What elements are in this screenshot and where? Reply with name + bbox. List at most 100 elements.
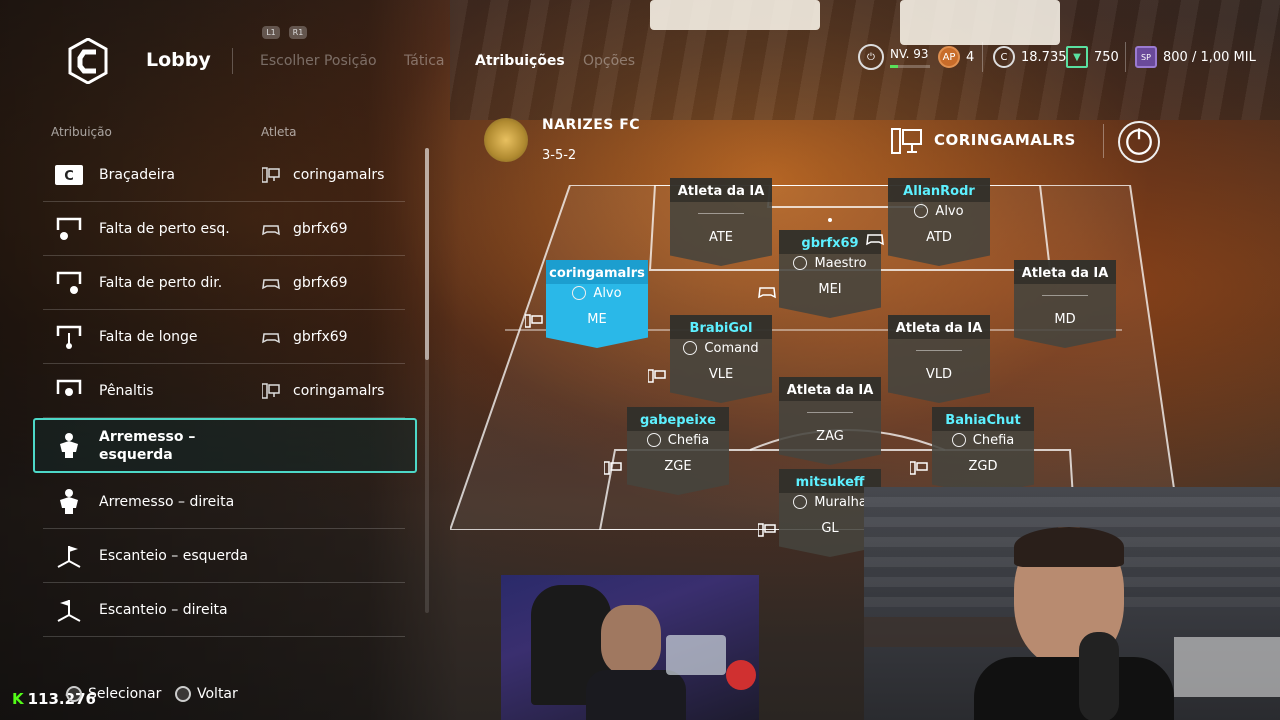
vc-value: 750 bbox=[1094, 49, 1119, 65]
player-name: coringamalrs bbox=[549, 266, 645, 281]
player-card-zag[interactable]: Atleta da IA ZAG bbox=[779, 377, 881, 465]
assignment-label: Braçadeira bbox=[99, 166, 175, 183]
opponent-name: CORINGAMALRS bbox=[934, 131, 1076, 149]
assignment-label: Pênaltis bbox=[99, 382, 154, 399]
player-name: mitsukeff bbox=[795, 475, 865, 490]
player-position: ZGE bbox=[664, 459, 692, 474]
console-icon bbox=[262, 332, 280, 343]
ceiling-light bbox=[650, 0, 820, 30]
player-card-md[interactable]: Atleta da IA MD bbox=[1014, 260, 1116, 348]
role-boss-icon bbox=[646, 433, 661, 447]
role-wall-icon bbox=[793, 495, 808, 509]
back-hint[interactable]: Voltar bbox=[175, 686, 238, 702]
assignment-label: Falta de perto dir. bbox=[99, 274, 223, 291]
list-scrollbar-track[interactable] bbox=[425, 148, 429, 613]
team-formation: 3-5-2 bbox=[542, 148, 577, 163]
select-hint[interactable]: Selecionar bbox=[66, 686, 161, 702]
assignment-row-throw-in-left[interactable]: Arremesso – esquerda bbox=[33, 418, 417, 473]
player-position: VLD bbox=[925, 367, 953, 382]
player-position: ZAG bbox=[816, 429, 844, 444]
player-card-vle[interactable]: BrabiGol Comand VLE bbox=[670, 315, 772, 403]
vc-stat: ▼ 750 bbox=[1066, 42, 1119, 72]
nav-divider bbox=[232, 48, 233, 74]
pc-icon bbox=[262, 166, 280, 183]
role-maestro-icon bbox=[793, 256, 808, 270]
player-role: Comand bbox=[704, 340, 759, 356]
lobby-title[interactable]: Lobby bbox=[146, 49, 211, 71]
coins-stat: C 18.735 bbox=[993, 42, 1067, 72]
assignment-row-long-free-kick[interactable]: Falta de longe gbrfx69 bbox=[43, 310, 405, 364]
assignment-list: C Braçadeira coringamalrs Falta de perto… bbox=[33, 148, 417, 637]
r1-hint-icon: R1 bbox=[289, 26, 307, 39]
ap-value: 4 bbox=[966, 49, 975, 65]
player-name: Atleta da IA bbox=[677, 184, 765, 199]
corner-flag-icon bbox=[55, 542, 83, 570]
player-card-zgd[interactable]: BahiaChut Chefia ZGD bbox=[932, 407, 1034, 495]
console-icon bbox=[758, 287, 776, 299]
tab-assignments[interactable]: Atribuições bbox=[475, 53, 565, 69]
assignment-row-corner-left[interactable]: Escanteio – esquerda bbox=[43, 529, 405, 583]
pc-icon bbox=[891, 128, 922, 154]
role-boss-icon bbox=[951, 433, 966, 447]
coins-value: 18.735 bbox=[1021, 49, 1067, 65]
column-header-role: Atribuição bbox=[51, 125, 112, 139]
assignment-label: Falta de perto esq. bbox=[99, 220, 230, 237]
pc-icon bbox=[648, 369, 666, 383]
player-position: GL bbox=[821, 521, 839, 536]
player-position: ZGD bbox=[968, 459, 998, 474]
opponent-divider bbox=[1103, 124, 1104, 158]
player-role: Chefia bbox=[972, 432, 1015, 448]
streamer-webcam-large bbox=[864, 487, 1280, 720]
empty-role-line bbox=[1042, 295, 1088, 296]
player-name: Atleta da IA bbox=[895, 321, 983, 336]
assignment-row-throw-in-right[interactable]: Arremesso – direita bbox=[43, 475, 405, 529]
assignment-row-free-kick-right[interactable]: Falta de perto dir. gbrfx69 bbox=[43, 256, 405, 310]
assigned-player: gbrfx69 bbox=[293, 328, 348, 345]
pc-icon bbox=[525, 314, 543, 328]
streamer-webcam-small bbox=[501, 575, 759, 720]
player-card-me[interactable]: coringamalrs Alvo ME bbox=[546, 260, 648, 348]
player-card-vld[interactable]: Atleta da IA VLD bbox=[888, 315, 990, 403]
kick-logo-icon: K bbox=[12, 690, 24, 708]
stat-divider bbox=[1125, 42, 1126, 72]
player-card-mei[interactable]: gbrfx69 Maestro MEI bbox=[779, 230, 881, 318]
free-kick-right-icon bbox=[55, 269, 83, 297]
assignment-row-captain[interactable]: C Braçadeira coringamalrs bbox=[43, 148, 405, 202]
list-scrollbar-thumb[interactable] bbox=[425, 148, 429, 360]
assignment-label: Falta de longe bbox=[99, 328, 198, 345]
assignment-row-penalties[interactable]: Pênaltis coringamalrs bbox=[43, 364, 405, 418]
ap-icon: AP bbox=[938, 46, 960, 68]
pc-icon bbox=[604, 461, 622, 475]
level-ring-icon: ⏻ bbox=[858, 44, 884, 70]
tab-options[interactable]: Opções bbox=[583, 53, 636, 69]
console-icon bbox=[866, 234, 884, 246]
svg-text:C: C bbox=[64, 169, 74, 184]
tab-choose-position[interactable]: Escolher Posição bbox=[260, 53, 377, 69]
corner-flag-icon bbox=[55, 596, 83, 624]
player-name: Atleta da IA bbox=[1021, 266, 1109, 281]
team-name: NARIZES FC bbox=[542, 117, 641, 133]
throw-in-icon bbox=[55, 488, 83, 516]
captain-armband-icon: C bbox=[55, 161, 83, 189]
panel-backdrop bbox=[0, 0, 460, 720]
player-card-zge[interactable]: gabepeixe Chefia ZGE bbox=[627, 407, 729, 495]
cross-button-icon bbox=[66, 686, 82, 702]
long-free-kick-icon bbox=[55, 323, 83, 351]
sp-value: 800 / 1,00 MIL bbox=[1163, 49, 1256, 65]
assigned-player: coringamalrs bbox=[293, 382, 385, 399]
player-position: ATD bbox=[926, 230, 952, 245]
free-kick-left-icon bbox=[55, 215, 83, 243]
assignment-row-corner-right[interactable]: Escanteio – direita bbox=[43, 583, 405, 637]
team-crest-icon bbox=[484, 118, 528, 162]
player-card-atd[interactable]: AllanRodr Alvo ATD bbox=[888, 178, 990, 266]
player-card-ate[interactable]: Atleta da IA ATE bbox=[670, 178, 772, 266]
ap-stat: AP 4 bbox=[938, 42, 974, 72]
tab-tactics[interactable]: Tática bbox=[404, 53, 445, 69]
penalty-icon bbox=[55, 377, 83, 405]
assigned-player: coringamalrs bbox=[293, 166, 385, 183]
assigned-player: gbrfx69 bbox=[293, 220, 348, 237]
empty-role-line bbox=[916, 350, 962, 351]
player-position: ME bbox=[587, 312, 607, 327]
assignment-row-free-kick-left[interactable]: Falta de perto esq. gbrfx69 bbox=[43, 202, 405, 256]
role-target-icon bbox=[572, 286, 587, 300]
